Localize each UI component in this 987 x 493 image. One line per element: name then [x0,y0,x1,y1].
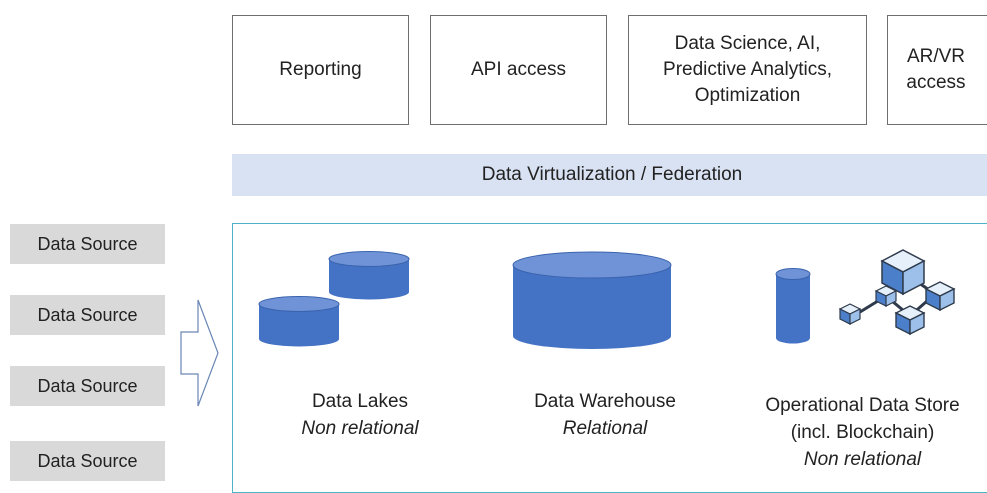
virtualization-label: Data Virtualization / Federation [481,164,743,185]
data-source-box: Data Source [10,441,165,481]
operational-store-label: Operational Data Store (incl. Blockchain… [765,395,960,443]
consumer-box-reporting: Reporting [232,15,409,125]
consumer-box-ar-vr: AR/VR access [887,15,987,125]
data-lake-cylinder-icon [258,296,340,347]
consumer-box-data-science: Data Science, AI, Predictive Analytics, … [628,15,867,125]
hollow-right-arrow-icon [180,299,219,407]
operational-store-caption: Operational Data Store (incl. Blockchain… [740,392,985,473]
data-lakes-type: Non relational [301,418,419,439]
data-lakes-label: Data Lakes [311,391,409,412]
virtualization-band: Data Virtualization / Federation [232,154,987,196]
data-lakes-caption: Data Lakes Non relational [270,388,450,442]
data-warehouse-type: Relational [562,418,648,439]
data-lake-cylinder-icon [328,251,410,300]
consumer-box-api-access: API access [430,15,607,125]
data-warehouse-label: Data Warehouse [534,391,676,412]
data-source-box: Data Source [10,366,165,406]
blockchain-cubes-icon [838,249,956,336]
operational-store-cylinder-icon [775,268,811,344]
data-warehouse-cylinder-icon [512,251,672,349]
operational-store-type: Non relational [803,449,922,470]
data-source-box: Data Source [10,295,165,335]
data-source-box: Data Source [10,224,165,264]
data-warehouse-caption: Data Warehouse Relational [500,388,710,442]
